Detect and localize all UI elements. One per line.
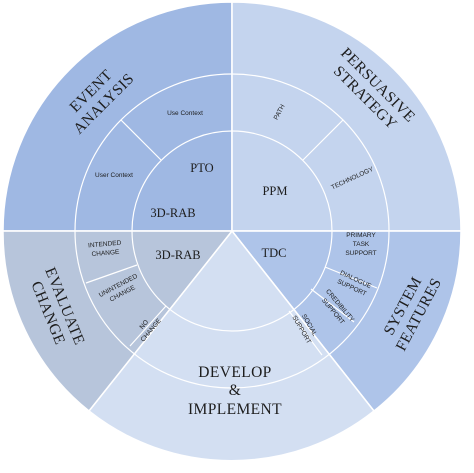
label-intended-change: INTENDED CHANGE [88,240,122,259]
sector-evaluate-change [2,230,234,413]
sector-develop-implement [87,229,376,462]
svg-text:PRIMARY: PRIMARY [346,232,376,239]
divider-event-sub [120,119,162,161]
svg-text:IMPLEMENT: IMPLEMENT [188,401,282,418]
divider-evaluate-sub-2 [129,305,167,347]
title-develop-implement: DEVELOP & IMPLEMENT [188,364,282,418]
label-use-context: Use Context [167,110,203,117]
divider-lower-right [231,230,375,412]
label-user-context: User Context [95,172,133,179]
label-ppm: PPM [262,184,287,198]
divider-features-sub-1 [324,266,378,289]
label-3d-rab-top: 3D-RAB [150,206,195,220]
svg-text:&: & [229,382,241,399]
label-tdc: TDC [262,246,287,260]
divider-features-sub-2 [310,288,355,323]
divider-lower-left [88,230,233,412]
label-3d-rab-bottom: 3D-RAB [155,248,200,262]
svg-text:NO: NO [139,319,151,331]
svg-text:TASK: TASK [353,241,370,248]
divider-evaluate-sub-1 [85,264,138,284]
divider-persuasive-sub [302,119,344,161]
sector-system-features [230,230,462,413]
sector-persuasive-strategy [231,1,462,232]
divider-features-sub-3 [288,310,323,356]
svg-text:SUPPORT: SUPPORT [345,250,376,257]
sector-event-analysis [2,1,233,232]
svg-text:INTENDED: INTENDED [88,240,122,250]
label-pto: PTO [190,161,213,175]
label-primary-task-support: PRIMARY TASK SUPPORT [345,232,376,257]
svg-text:DEVELOP: DEVELOP [198,364,271,381]
svg-text:CHANGE: CHANGE [91,249,120,258]
